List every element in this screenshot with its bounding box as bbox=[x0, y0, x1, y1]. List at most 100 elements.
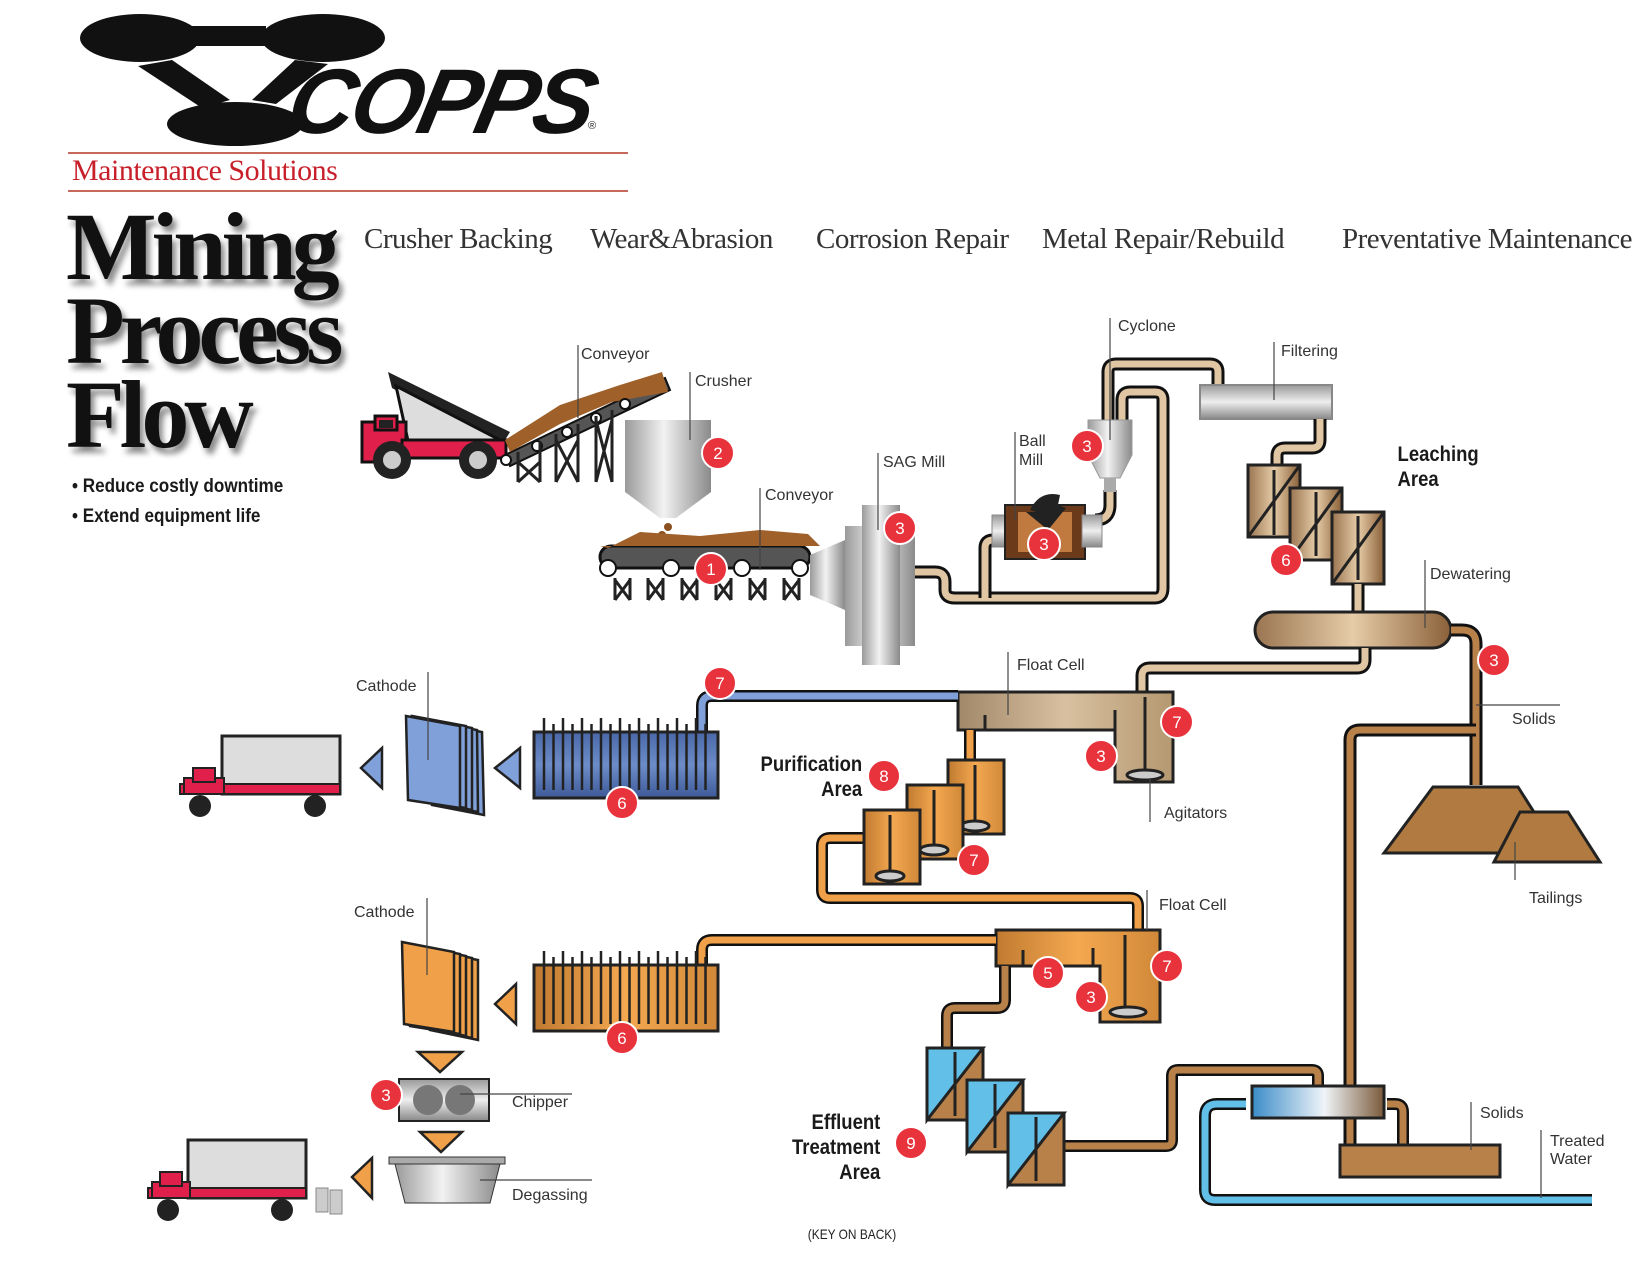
badge-crusher: 2 bbox=[701, 436, 735, 470]
electrowinning-tank-blue-icon bbox=[532, 718, 720, 800]
svg-text:7: 7 bbox=[1172, 713, 1181, 732]
svg-text:3: 3 bbox=[1489, 651, 1498, 670]
svg-text:3: 3 bbox=[1082, 437, 1091, 456]
service-metal-repair: Metal Repair/Rebuild bbox=[1042, 223, 1285, 255]
label-agitators: Agitators bbox=[1164, 805, 1228, 822]
registered-mark: ® bbox=[588, 120, 597, 132]
badge-blue-pipe: 7 bbox=[703, 666, 737, 700]
label-chipper: Chipper bbox=[512, 1094, 569, 1111]
tagline-rule-top bbox=[68, 152, 628, 154]
badge-float-cell-bottom-5: 5 bbox=[1031, 956, 1065, 990]
chipper-icon bbox=[398, 1078, 490, 1122]
arrow-left-icon bbox=[350, 1155, 374, 1202]
title-line-2: Process bbox=[66, 277, 343, 384]
svg-text:1: 1 bbox=[706, 560, 715, 579]
key-on-back-note: (KEY ON BACK) bbox=[807, 1226, 897, 1242]
tagline-rule-bottom bbox=[68, 190, 628, 192]
title-line-1: Mining bbox=[66, 193, 340, 300]
delivery-truck-top-icon bbox=[179, 734, 342, 817]
float-cell-top-icon bbox=[956, 690, 1175, 784]
purification-tanks-icon bbox=[862, 758, 1006, 886]
service-wear-abrasion: Wear&Abrasion bbox=[590, 223, 773, 255]
badge-purification-tank: 7 bbox=[957, 843, 991, 877]
svg-text:7: 7 bbox=[715, 674, 724, 693]
badge-float-cell-bottom-right: 7 bbox=[1150, 949, 1184, 983]
crusher-icon bbox=[625, 420, 711, 547]
label-cyclone: Cyclone bbox=[1118, 318, 1176, 335]
solids-tank-icon bbox=[1338, 1143, 1502, 1179]
label-treated-water: Treated Water bbox=[1550, 1133, 1605, 1168]
effluent-tanks-icon bbox=[925, 1046, 1068, 1190]
badge-conveyor-bottom: 1 bbox=[694, 552, 728, 586]
grinding-circuit-pipe bbox=[915, 357, 1225, 605]
label-crusher: Crusher bbox=[695, 373, 752, 390]
badge-purification-area: 8 bbox=[867, 759, 901, 793]
service-corrosion-repair: Corrosion Repair bbox=[816, 223, 1009, 255]
badge-electrowinning-bottom: 6 bbox=[605, 1021, 639, 1055]
badge-electrowinning-top: 6 bbox=[605, 786, 639, 820]
svg-text:6: 6 bbox=[617, 794, 626, 813]
arrow-down-icon bbox=[416, 1130, 466, 1154]
dump-truck-icon bbox=[360, 372, 510, 479]
label-float-cell-top: Float Cell bbox=[1017, 657, 1085, 674]
label-solids-bottom: Solids bbox=[1480, 1105, 1524, 1122]
float-cell-bottom-icon bbox=[994, 928, 1162, 1024]
label-dewatering: Dewatering bbox=[1430, 566, 1511, 583]
logo-mark-icon bbox=[80, 14, 385, 146]
leaching-tanks-icon bbox=[1246, 463, 1386, 586]
svg-text:3: 3 bbox=[1086, 988, 1095, 1007]
label-purification-area: Purification Area bbox=[760, 753, 863, 801]
copps-logo: COPPS ® bbox=[80, 8, 640, 153]
arrow-left-icon bbox=[493, 981, 518, 1027]
cathode-blue-icon bbox=[404, 714, 486, 817]
label-float-cell-bottom: Float Cell bbox=[1159, 897, 1227, 914]
tagline: Maintenance Solutions bbox=[72, 154, 338, 187]
bullet-2: • Extend equipment life bbox=[72, 506, 261, 527]
label-solids-top: Solids bbox=[1512, 711, 1556, 728]
svg-text:3: 3 bbox=[1039, 535, 1048, 554]
tailings-icon bbox=[1381, 785, 1603, 864]
filter-icon bbox=[1199, 384, 1333, 420]
badge-effluent-area: 9 bbox=[894, 1126, 928, 1160]
svg-text:3: 3 bbox=[381, 1086, 390, 1105]
dewatering-tank-icon bbox=[1253, 610, 1453, 650]
badge-cyclone: 3 bbox=[1070, 429, 1104, 463]
label-ball-mill: Ball Mill bbox=[1019, 433, 1046, 469]
label-effluent-area: Effluent Treatment Area bbox=[791, 1111, 881, 1184]
clarifier-icon bbox=[1250, 1084, 1386, 1120]
leader-lines bbox=[426, 318, 1560, 1198]
svg-text:9: 9 bbox=[906, 1134, 915, 1153]
badge-leaching: 6 bbox=[1269, 543, 1303, 577]
bullet-1: • Reduce costly downtime bbox=[72, 476, 284, 497]
label-cathode-top: Cathode bbox=[356, 678, 417, 695]
conveyor-top-icon bbox=[500, 372, 672, 484]
svg-text:7: 7 bbox=[1162, 957, 1171, 976]
label-cathode-bottom: Cathode bbox=[354, 904, 415, 921]
label-conveyor-top: Conveyor bbox=[581, 346, 650, 363]
svg-text:2: 2 bbox=[713, 444, 722, 463]
page-title: Mining Process Flow bbox=[66, 193, 343, 463]
badge-float-cell-top-agitator: 3 bbox=[1084, 739, 1118, 773]
label-degassing: Degassing bbox=[512, 1187, 588, 1204]
badge-float-cell-top-right: 7 bbox=[1160, 705, 1194, 739]
label-conveyor-bottom: Conveyor bbox=[765, 487, 834, 504]
badge-float-cell-bottom-agitator: 3 bbox=[1074, 980, 1108, 1014]
svg-text:3: 3 bbox=[1096, 747, 1105, 766]
svg-text:8: 8 bbox=[879, 767, 888, 786]
badge-dewatering-solids: 3 bbox=[1477, 643, 1511, 677]
label-sag-mill: SAG Mill bbox=[883, 454, 946, 471]
cathode-orange-icon bbox=[400, 940, 480, 1042]
svg-text:6: 6 bbox=[1281, 551, 1290, 570]
arrow-left-icon bbox=[359, 745, 384, 791]
arrow-down-icon bbox=[414, 1050, 466, 1074]
electrowinning-tank-orange-icon bbox=[532, 951, 720, 1033]
badge-sag-mill: 3 bbox=[883, 511, 917, 545]
svg-text:5: 5 bbox=[1043, 964, 1052, 983]
label-tailings: Tailings bbox=[1529, 890, 1583, 907]
svg-text:7: 7 bbox=[969, 851, 978, 870]
badge-ball-mill: 3 bbox=[1027, 527, 1061, 561]
svg-text:6: 6 bbox=[617, 1029, 626, 1048]
service-crusher-backing: Crusher Backing bbox=[364, 223, 553, 255]
arrow-left-icon bbox=[492, 745, 522, 791]
